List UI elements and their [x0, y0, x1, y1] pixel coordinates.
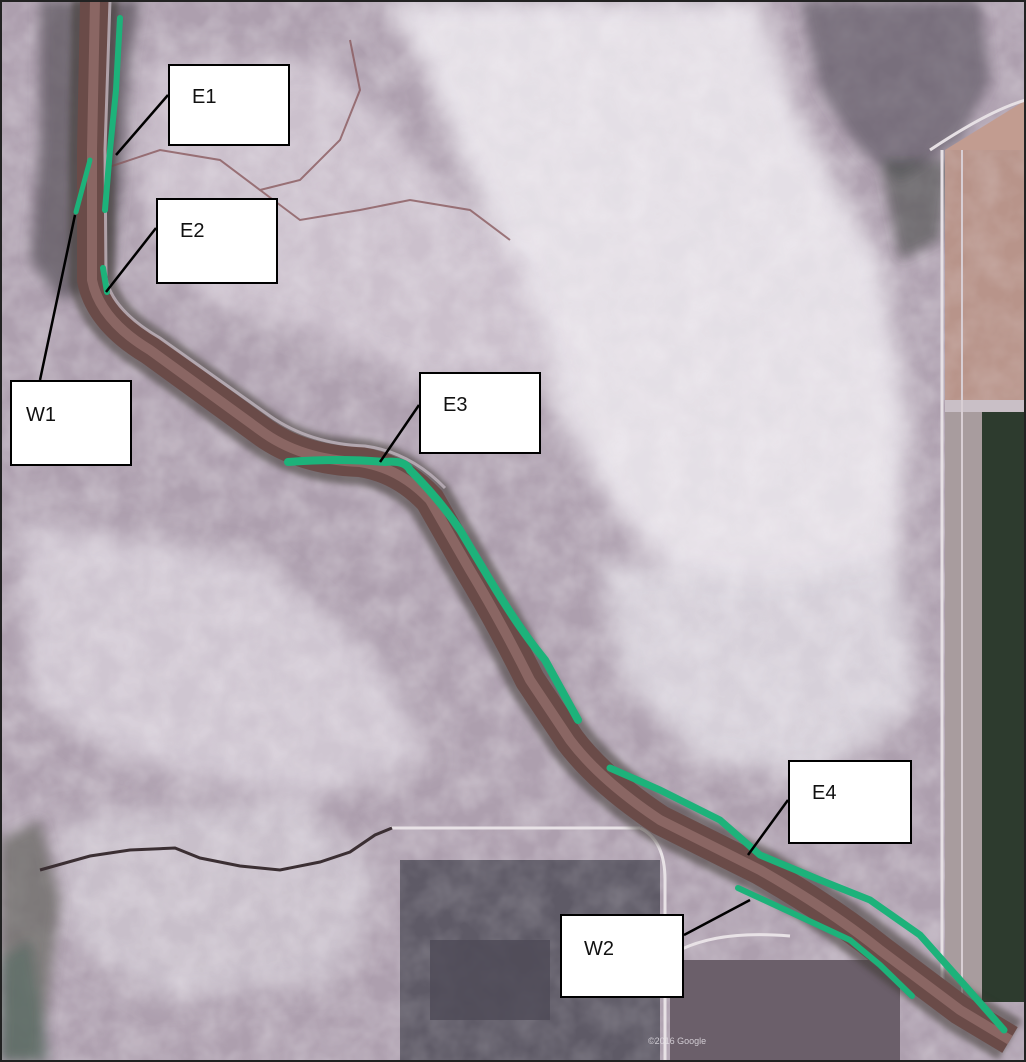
label-e1: E1: [168, 64, 290, 146]
label-w2-text: W2: [584, 938, 614, 960]
marker-e1: [102, 15, 123, 213]
label-e4: E4: [788, 760, 912, 844]
label-w2: W2: [560, 914, 684, 998]
label-e1-text: E1: [192, 86, 217, 108]
label-e2: E2: [156, 198, 278, 284]
label-w1-text: W1: [26, 404, 56, 426]
label-e4-text: E4: [812, 782, 837, 804]
channel: [69, 0, 1022, 1060]
marker-e4: [606, 764, 1008, 1034]
marker-e2: [100, 265, 110, 295]
map-attribution: ©2016 Google: [648, 1036, 706, 1046]
label-e3-text: E3: [443, 394, 468, 416]
label-e3: E3: [419, 372, 541, 454]
marker-w1: [73, 157, 93, 215]
vegetation-markers: [73, 15, 1008, 1034]
label-e2-text: E2: [180, 220, 205, 242]
marker-e3: [284, 456, 582, 724]
creek: [39, 826, 393, 872]
vegetation-top-right: [800, 0, 990, 260]
farm-fields: [929, 98, 1026, 1002]
label-w1: W1: [10, 380, 132, 466]
leader-lines: [38, 94, 790, 937]
marker-w2: [735, 885, 915, 999]
